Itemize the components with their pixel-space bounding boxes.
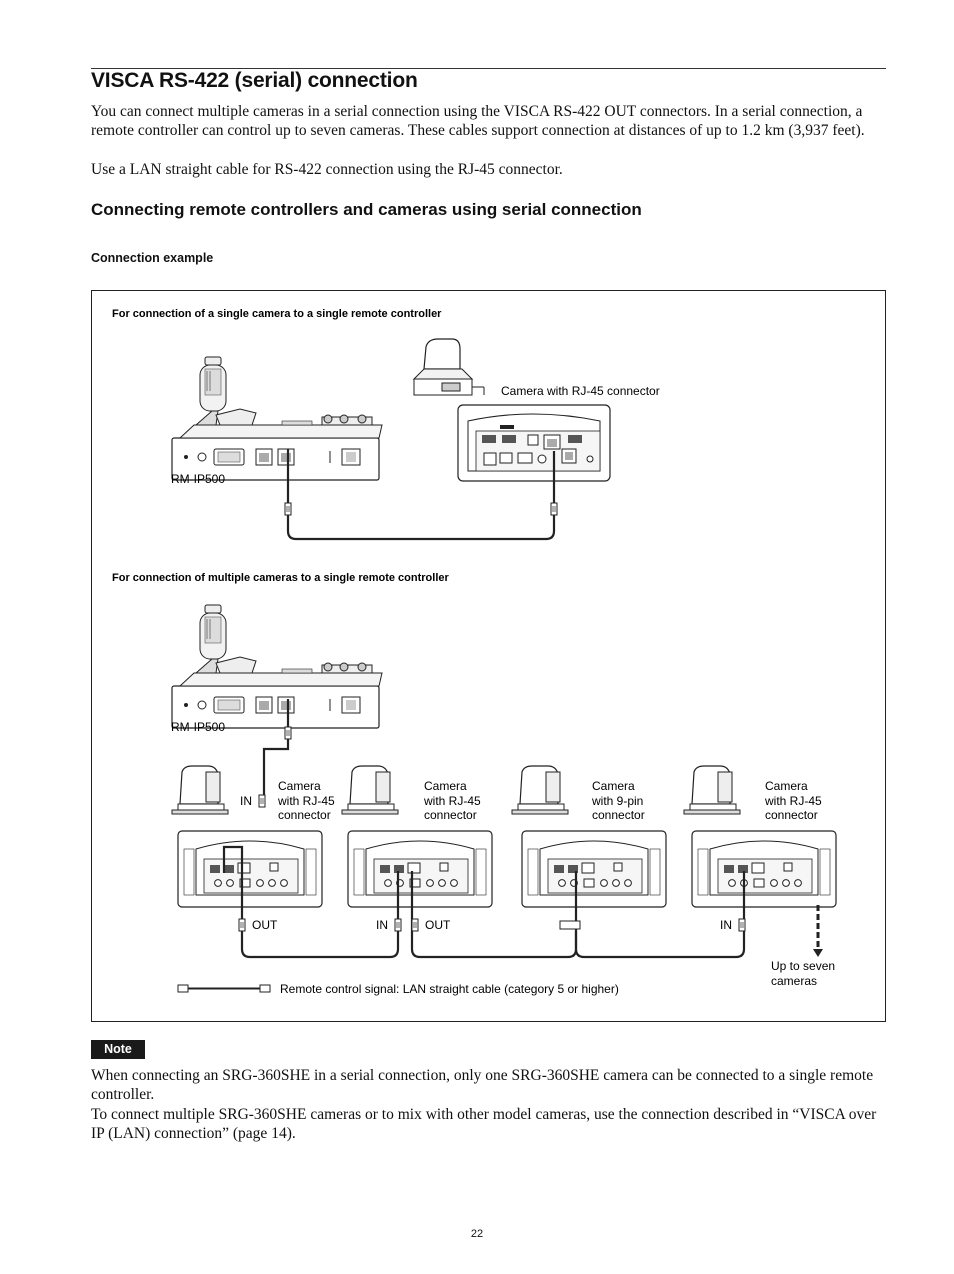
- page-number: 22: [470, 1228, 484, 1240]
- camera4-label-line1: Camera: [765, 779, 808, 793]
- subsection-title: Connecting remote controllers and camera…: [91, 200, 642, 219]
- camera3-back-panel: [521, 830, 667, 908]
- camera1-label-line3: connector: [278, 808, 331, 822]
- lan-cable-camera1-to-camera2: [222, 845, 400, 959]
- more-cameras-line1: Up to seven: [771, 959, 835, 973]
- lan-cable-camera3-to-camera4: [574, 871, 746, 959]
- example-heading: Connection example: [91, 251, 214, 265]
- camera2-label-line1: Camera: [424, 779, 467, 793]
- camera3-label-line2: with 9-pin: [591, 794, 643, 808]
- more-cameras-line2: cameras: [771, 974, 817, 988]
- camera3-label-line1: Camera: [592, 779, 635, 793]
- camera1-label-line1: Camera: [278, 779, 321, 793]
- camera4-in-label: IN: [720, 918, 732, 932]
- rj45-plug-camera4-in: [738, 918, 746, 932]
- connection-diagram: For connection of a single camera to a s…: [91, 290, 886, 1022]
- camera-rj45-single: [412, 338, 611, 482]
- legend-lan-cable-icon: [177, 984, 271, 993]
- camera4-body: [683, 765, 741, 815]
- note-paragraph-2: To connect multiple SRG-360SHE cameras o…: [91, 1106, 877, 1143]
- rj45-plug-camera2-in: [394, 918, 402, 932]
- camera2-label-line2: with RJ-45: [423, 794, 481, 808]
- intro-paragraph-1: You can connect multiple cameras in a se…: [91, 103, 865, 140]
- connection-diagram-svg: For connection of a single camera to a s…: [112, 308, 837, 996]
- 9-pin-connector-icon: [559, 920, 581, 930]
- more-cameras-arrow-icon: [813, 949, 823, 957]
- camera2-back-panel: [347, 830, 493, 908]
- camera1-out-label: OUT: [252, 918, 278, 932]
- rj45-plug-camera1-out: [238, 918, 246, 932]
- camera4-label-line3: connector: [765, 808, 818, 822]
- legend-text: Remote control signal: LAN straight cabl…: [280, 982, 619, 996]
- intro-paragraph-2: Use a LAN straight cable for RS-422 conn…: [91, 161, 563, 178]
- rj45-plug-camera1-in: [258, 794, 266, 808]
- single-caption: For connection of a single camera to a s…: [112, 308, 442, 320]
- camera3-label-line3: connector: [592, 808, 645, 822]
- camera1-body: [171, 765, 229, 815]
- camera1-back-panel: [177, 830, 323, 908]
- camera1-in-label: IN: [240, 794, 252, 808]
- camera2-in-label: IN: [376, 918, 388, 932]
- camera4-back-panel: [691, 830, 837, 908]
- lan-cable-controller-to-camera1: [262, 699, 290, 801]
- note-badge: Note: [91, 1040, 145, 1059]
- camera-label-single: Camera with RJ-45 connector: [501, 384, 660, 398]
- note-paragraph-1: When connecting an SRG-360SHE in a seria…: [91, 1067, 874, 1104]
- camera1-label-line2: with RJ-45: [277, 794, 335, 808]
- controller-label-single: RM-IP500: [171, 472, 225, 486]
- lan-cable-single: [286, 449, 556, 541]
- camera3-body: [511, 765, 569, 815]
- camera2-out-label: OUT: [425, 918, 451, 932]
- header-rule: [91, 68, 886, 69]
- camera4-label-line2: with RJ-45: [764, 794, 822, 808]
- controller-rm-ip500-single: [171, 356, 383, 481]
- rj45-plug-controller-single: [284, 502, 292, 516]
- rj45-plug-camera2-out: [411, 918, 419, 932]
- camera2-body: [341, 765, 399, 815]
- rj45-plug-camera-single: [550, 502, 558, 516]
- camera2-label-line3: connector: [424, 808, 477, 822]
- controller-label-multiple: RM-IP500: [171, 720, 225, 734]
- controller-rm-ip500-multiple: [171, 604, 383, 729]
- multiple-caption: For connection of multiple cameras to a …: [112, 572, 450, 584]
- rj45-plug-controller-multiple: [284, 726, 292, 740]
- section-title: VISCA RS-422 (serial) connection: [91, 69, 418, 92]
